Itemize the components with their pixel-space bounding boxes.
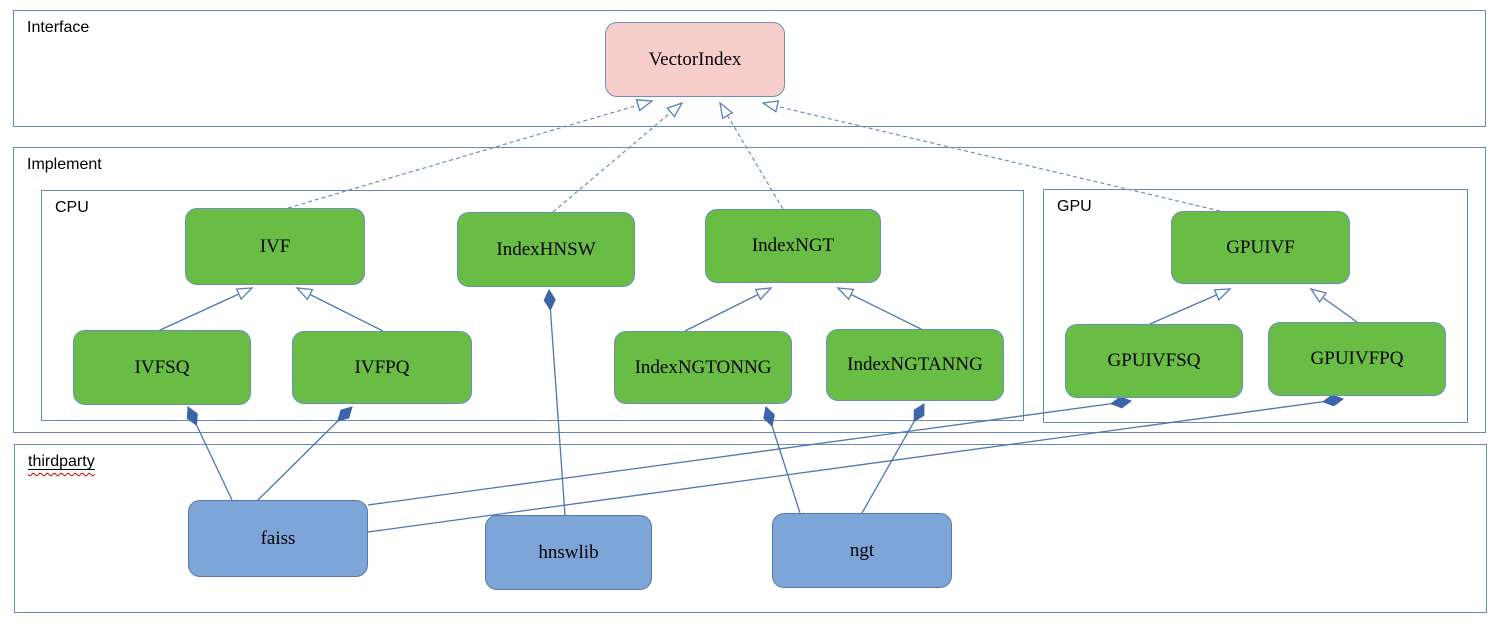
node-gpuivf-label: GPUIVF	[1226, 236, 1295, 258]
node-ivfsq: IVFSQ	[73, 330, 251, 405]
node-ivfpq: IVFPQ	[292, 331, 472, 404]
node-gpuivfpq-label: GPUIVFPQ	[1310, 348, 1404, 369]
node-gpuivfpq: GPUIVFPQ	[1268, 322, 1446, 396]
node-vectorindex-label: VectorIndex	[648, 48, 742, 70]
container-gpu-label: GPU	[1057, 198, 1092, 215]
node-indexhnsw: IndexHNSW	[457, 212, 635, 287]
node-vectorindex: VectorIndex	[605, 22, 785, 97]
node-indexngtonng: IndexNGTONNG	[614, 331, 792, 404]
container-interface-label: Interface	[27, 19, 90, 36]
node-gpuivfsq-label: GPUIVFSQ	[1107, 350, 1201, 371]
node-gpuivfsq: GPUIVFSQ	[1065, 324, 1243, 398]
node-ivfpq-label: IVFPQ	[354, 356, 410, 378]
node-indexngt-label: IndexNGT	[751, 235, 835, 256]
node-indexhnsw-label: IndexHNSW	[496, 238, 596, 260]
container-thirdparty-label: thirdparty	[28, 453, 95, 470]
node-gpuivf: GPUIVF	[1171, 211, 1350, 284]
node-hnswlib: hnswlib	[485, 515, 652, 590]
node-faiss: faiss	[188, 500, 368, 577]
node-ivf: IVF	[185, 208, 365, 285]
node-faiss-label: faiss	[260, 527, 296, 549]
node-ngt-label: ngt	[849, 539, 875, 561]
node-ivf-label: IVF	[259, 235, 291, 257]
node-ngt: ngt	[772, 513, 952, 588]
node-hnswlib-label: hnswlib	[538, 541, 599, 563]
node-indexngtanng-label: IndexNGTANNG	[847, 354, 983, 375]
container-cpu-label: CPU	[55, 199, 89, 216]
node-indexngt: IndexNGT	[705, 209, 881, 283]
node-ivfsq-label: IVFSQ	[134, 356, 190, 378]
container-implement-label: Implement	[27, 156, 102, 173]
node-indexngtonng-label: IndexNGTONNG	[634, 356, 772, 378]
node-indexngtanng: IndexNGTANNG	[826, 329, 1004, 401]
